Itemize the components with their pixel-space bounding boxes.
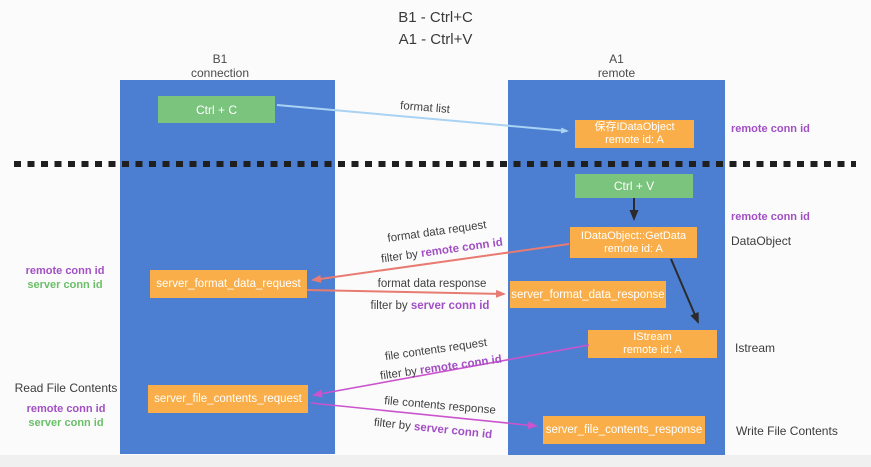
node-server-file-contents-response: server_file_contents_response [543, 416, 705, 444]
node-istream-line1: IStream [633, 331, 672, 343]
node-save-idataobject-line1: 保存IDataObject [594, 121, 675, 133]
arrow-format-data-response [306, 289, 506, 298]
footer-strip [0, 455, 871, 467]
node-ctrl-v: Ctrl + V [575, 174, 693, 198]
node-ctrl-c: Ctrl + C [158, 96, 275, 123]
title-line-1: B1 - Ctrl+C [398, 9, 473, 26]
left-remote-conn-id-1: remote conn id [25, 265, 105, 277]
filter-by-text: filter by [379, 364, 421, 383]
edge-label-filter-server-2: filter by server conn id [373, 417, 492, 441]
node-server-format-data-response-label: server_format_data_response [511, 288, 665, 301]
edge-label-filter-server-1: filter by server conn id [371, 300, 490, 312]
node-save-idataobject: 保存IDataObject remote id: A [575, 120, 694, 148]
node-idataobject-getdata: IDataObject::GetData remote id: A [570, 227, 697, 258]
node-server-format-data-request-label: server_format_data_request [156, 278, 301, 290]
node-ctrl-v-label: Ctrl + V [613, 179, 655, 193]
server-conn-id-text: server conn id [410, 300, 490, 312]
left-margin-format-ids: remote conn id server conn id [18, 264, 112, 292]
lane-a1-role: remote [597, 66, 636, 80]
read-file-contents-label: Read File Contents [14, 381, 118, 395]
server-conn-id-text: server conn id [413, 421, 493, 442]
node-server-file-contents-request: server_file_contents_request [148, 385, 308, 413]
istream-label: Istream [735, 341, 776, 355]
lane-header-a1: A1 remote [508, 52, 725, 80]
dataobject-label: DataObject [731, 234, 792, 248]
node-istream-line2: remote id: A [623, 344, 682, 356]
node-server-file-contents-request-label: server_file_contents_request [154, 393, 302, 405]
edge-label-file-contents-response-text: file contents response [383, 395, 497, 417]
node-idataobject-getdata-line2: remote id: A [604, 242, 663, 255]
left-server-conn-id-2: server conn id [28, 417, 104, 429]
filter-by-text: filter by [370, 300, 411, 312]
remote-conn-id-text: remote conn id [419, 353, 503, 377]
edge-label-file-contents-response: file contents response [384, 395, 496, 417]
filter-by-text: filter by [380, 247, 422, 266]
diagram-title: B1 - Ctrl+C A1 - Ctrl+V [0, 7, 871, 51]
right-remote-conn-id-1: remote conn id [731, 123, 810, 135]
remote-conn-id-text: remote conn id [420, 236, 504, 260]
node-server-format-data-response: server_format_data_response [510, 281, 666, 308]
lane-a1-name: A1 [609, 52, 624, 66]
edge-label-format-data-response: format data response [378, 278, 487, 290]
node-ctrl-c-label: Ctrl + C [195, 102, 237, 117]
edge-label-format-data-response-text: format data response [377, 278, 487, 290]
lane-header-b1: B1 connection [120, 52, 320, 80]
filter-by-text: filter by [373, 416, 415, 433]
left-server-conn-id-1: server conn id [27, 279, 103, 291]
node-idataobject-getdata-line1: IDataObject::GetData [580, 229, 687, 242]
title-line-2: A1 - Ctrl+V [398, 31, 473, 48]
right-remote-conn-id-2: remote conn id [731, 211, 810, 223]
edge-label-format-list: format list [400, 100, 451, 116]
edge-label-format-list-text: format list [399, 100, 451, 116]
node-server-file-contents-response-label: server_file_contents_response [545, 424, 703, 436]
node-save-idataobject-line2: remote id: A [605, 134, 664, 146]
left-remote-conn-id-2: remote conn id [26, 403, 106, 415]
lane-b1-role: connection [190, 66, 250, 80]
node-istream: IStream remote id: A [588, 330, 717, 358]
node-server-format-data-request: server_format_data_request [150, 270, 307, 298]
left-margin-file-ids: Read File Contents remote conn id server… [14, 381, 118, 430]
lane-b1-name: B1 [212, 52, 228, 66]
write-file-contents-label: Write File Contents [736, 424, 838, 438]
